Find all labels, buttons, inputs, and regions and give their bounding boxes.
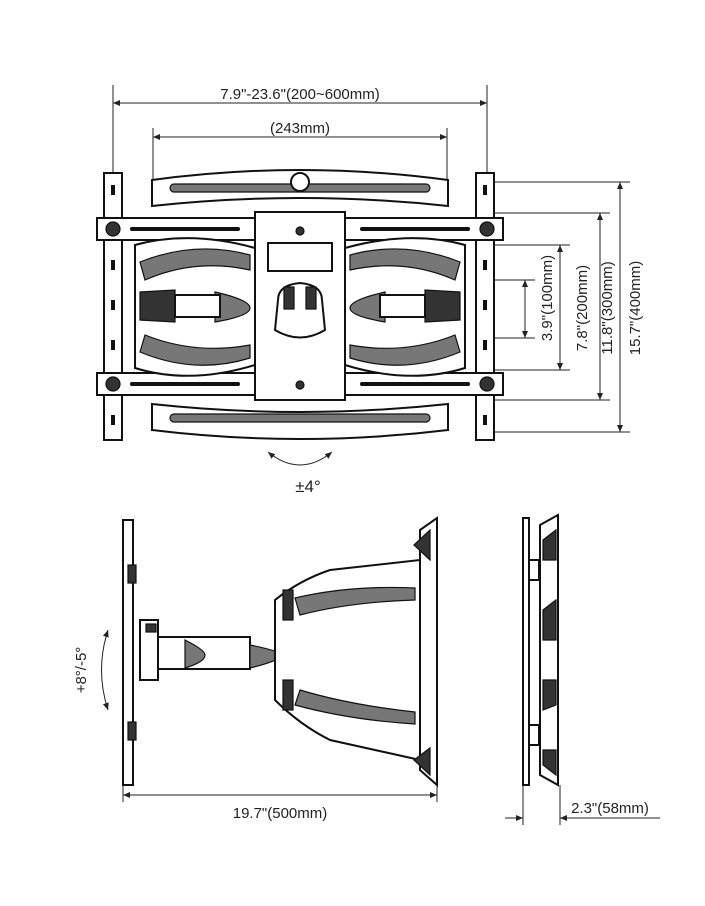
dim-vesa-width: 7.9"-23.6"(200~600mm) (112, 85, 488, 175)
level-knob (290, 172, 310, 192)
front-view: 7.9"-23.6"(200~600mm) (243mm) (96, 85, 644, 496)
dim-vertical-100: 3.9"(100mm) (494, 255, 556, 341)
side-view: +8°/-5° 19.7"(500mm) (73, 516, 438, 822)
profile-wall-plate (522, 517, 530, 786)
profile-folded-arm (539, 513, 559, 787)
dim-label-extension: 19.7"(500mm) (233, 805, 328, 822)
left-arm (134, 237, 256, 377)
dim-label-swivel: ±4° (295, 477, 321, 496)
profile-view: 2.3"(58mm) (505, 513, 660, 825)
bottom-plate-slot (169, 413, 431, 423)
tilt-indicator: +8°/-5° (73, 629, 109, 711)
dim-label-vesa-width: 7.9"-23.6"(200~600mm) (220, 86, 380, 103)
dim-label-400: 15.7"(400mm) (627, 261, 644, 356)
dim-extension: 19.7"(500mm) (122, 785, 438, 822)
mount-bolts (105, 221, 495, 392)
dim-profile: 2.3"(58mm) (505, 785, 660, 825)
dim-vertical-300: 11.8"(300mm) (494, 212, 616, 401)
dim-label-100: 3.9"(100mm) (539, 255, 556, 341)
dim-label-arm-width: (243mm) (270, 120, 330, 137)
dim-label-profile: 2.3"(58mm) (571, 800, 649, 817)
side-wall-plate (122, 519, 134, 786)
dim-vertical-400: 15.7"(400mm) (494, 181, 644, 433)
swivel-indicator: ±4° (267, 451, 333, 496)
center-wall-plate (254, 211, 346, 401)
dim-label-200: 7.8"(200mm) (574, 265, 591, 351)
bar-slots (130, 227, 470, 386)
dim-label-tilt: +8°/-5° (73, 647, 90, 694)
right-arm (344, 237, 466, 377)
dim-label-300: 11.8"(300mm) (599, 261, 616, 354)
rail-slots (111, 185, 487, 425)
dim-arm-width: (243mm) (152, 120, 448, 180)
dim-vertical-200: 7.8"(200mm) (494, 244, 591, 371)
